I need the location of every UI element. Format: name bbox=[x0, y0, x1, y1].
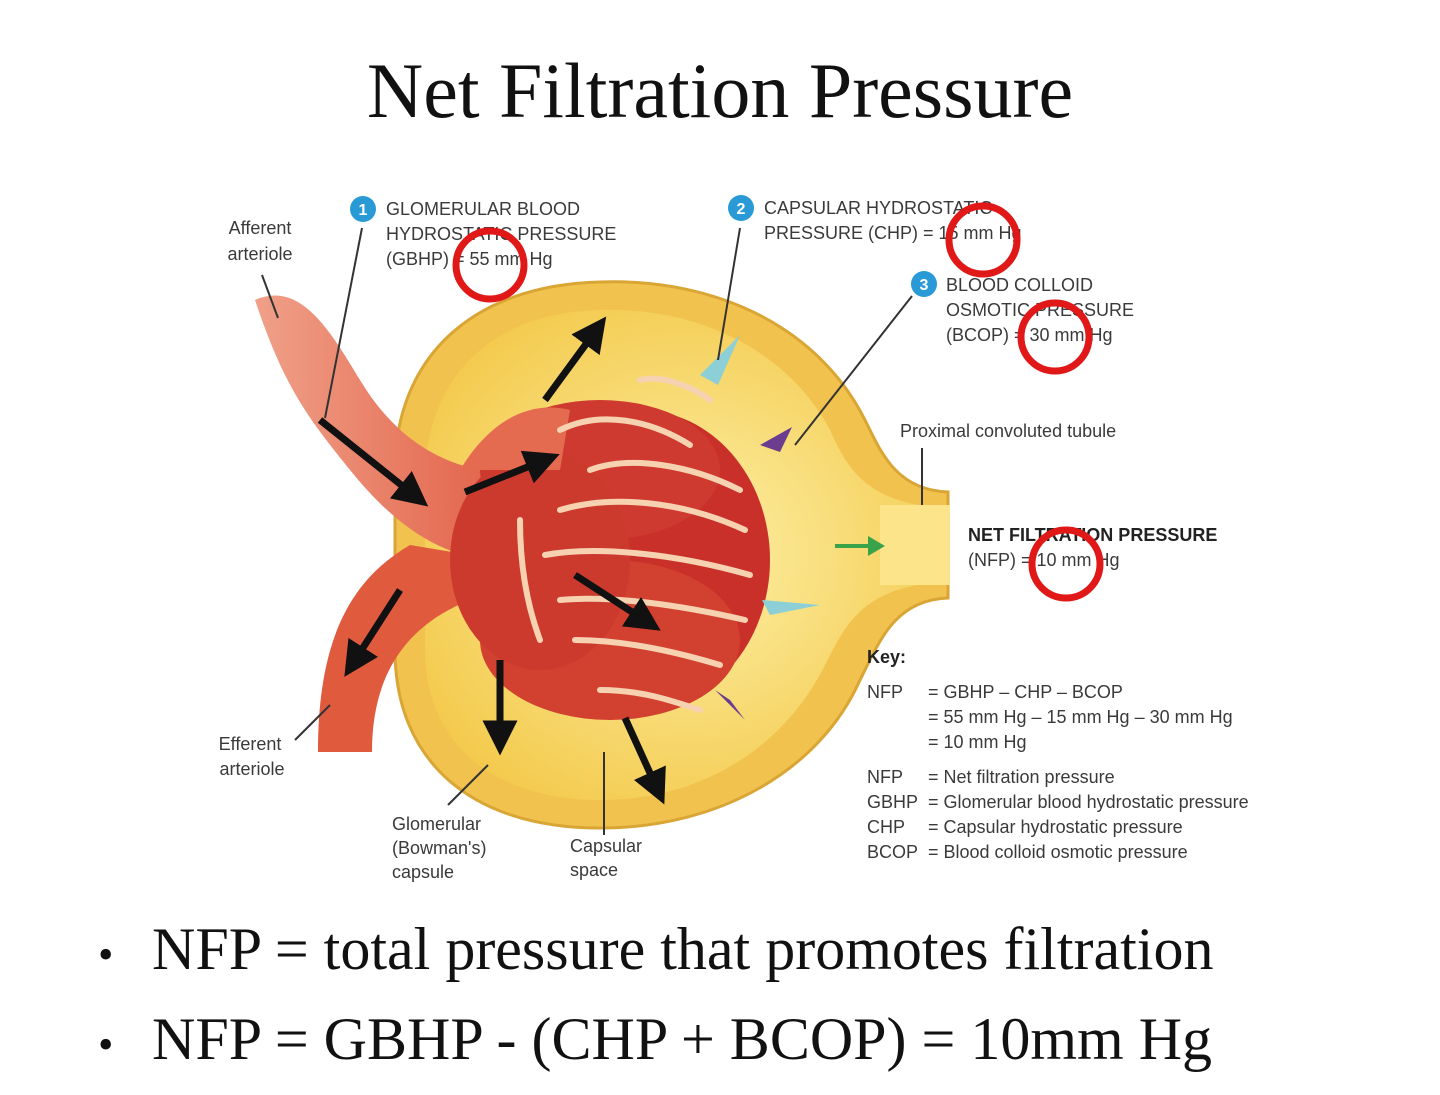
svg-text:= 10 mm Hg: = 10 mm Hg bbox=[928, 732, 1027, 752]
svg-text:= Capsular hydrostatic pressur: = Capsular hydrostatic pressure bbox=[928, 817, 1183, 837]
bcop-arrow bbox=[715, 690, 745, 720]
label-proximal-tubule: Proximal convoluted tubule bbox=[900, 421, 1116, 441]
label-efferent-arteriole: Efferent arteriole bbox=[219, 734, 285, 779]
svg-text:Capsular: Capsular bbox=[570, 836, 642, 856]
svg-text:(BCOP) = 30 mm Hg: (BCOP) = 30 mm Hg bbox=[946, 325, 1113, 345]
flow-arrows bbox=[317, 316, 666, 805]
highlight-circles bbox=[452, 202, 1104, 602]
svg-text:= 55 mm Hg – 15 mm Hg – 30 mm: = 55 mm Hg – 15 mm Hg – 30 mm Hg bbox=[928, 707, 1233, 727]
arterioles bbox=[255, 295, 500, 752]
key-legend: Key: NFP = GBHP – CHP – BCOP = 55 mm Hg … bbox=[867, 647, 1249, 862]
svg-text:PRESSURE (CHP) = 15 mm Hg: PRESSURE (CHP) = 15 mm Hg bbox=[764, 223, 1022, 243]
badge-2 bbox=[728, 195, 754, 221]
highlight-circle-bcop bbox=[1017, 299, 1093, 375]
svg-text:BCOP: BCOP bbox=[867, 842, 918, 862]
svg-text:Efferent: Efferent bbox=[219, 734, 282, 754]
svg-text:1: 1 bbox=[359, 202, 368, 219]
bullet-text: NFP = total pressure that promotes filtr… bbox=[152, 916, 1214, 982]
svg-text:GLOMERULAR BLOOD: GLOMERULAR BLOOD bbox=[386, 199, 580, 219]
bullet-item: • NFP = GBHP - (CHP + BCOP) = 10mm Hg bbox=[98, 1005, 1418, 1095]
bullet-text: NFP = GBHP - (CHP + BCOP) = 10mm Hg bbox=[152, 1006, 1213, 1072]
svg-text:capsule: capsule bbox=[392, 862, 454, 882]
svg-text:= Net filtration pressure: = Net filtration pressure bbox=[928, 767, 1115, 787]
proximal-tubule bbox=[880, 505, 950, 585]
capillary-tuft bbox=[450, 375, 770, 720]
slide-title: Net Filtration Pressure bbox=[366, 47, 1074, 134]
leader-lines bbox=[261, 227, 923, 835]
svg-text:CHP: CHP bbox=[867, 817, 905, 837]
svg-text:arteriole: arteriole bbox=[219, 759, 284, 779]
flow-arrow bbox=[542, 316, 607, 403]
badge-1 bbox=[350, 196, 376, 222]
nfp-callout: NET FILTRATION PRESSURE (NFP) = 10 mm Hg bbox=[968, 525, 1217, 570]
svg-text:GBHP: GBHP bbox=[867, 792, 918, 812]
svg-text:(GBHP) = 55 mm Hg: (GBHP) = 55 mm Hg bbox=[386, 249, 553, 269]
flow-arrow bbox=[573, 572, 661, 631]
svg-text:= GBHP – CHP – BCOP: = GBHP – CHP – BCOP bbox=[928, 682, 1123, 702]
chp-arrow bbox=[700, 335, 740, 385]
chp-arrow bbox=[762, 600, 820, 615]
label-capsular-space: Capsular space bbox=[570, 836, 642, 880]
bullet-list: • NFP = total pressure that promotes fil… bbox=[98, 915, 1418, 1095]
flow-arrow bbox=[621, 716, 666, 805]
flow-arrow bbox=[317, 417, 429, 507]
svg-text:3: 3 bbox=[920, 277, 929, 294]
svg-text:NET FILTRATION PRESSURE: NET FILTRATION PRESSURE bbox=[968, 525, 1217, 545]
nfp-arrow bbox=[868, 536, 885, 556]
highlight-circle-nfp bbox=[1028, 526, 1104, 602]
highlight-circle-gbhp bbox=[452, 227, 528, 303]
svg-text:NFP: NFP bbox=[867, 767, 903, 787]
svg-text:= Glomerular blood hydrostatic: = Glomerular blood hydrostatic pressure bbox=[928, 792, 1249, 812]
label-afferent-arteriole: Afferent arteriole bbox=[227, 218, 292, 264]
svg-text:space: space bbox=[570, 860, 618, 880]
callout-chp: 2 CAPSULAR HYDROSTATIC PRESSURE (CHP) = … bbox=[728, 195, 1022, 243]
svg-text:Afferent: Afferent bbox=[229, 218, 292, 238]
svg-text:= Blood colloid osmotic pressu: = Blood colloid osmotic pressure bbox=[928, 842, 1188, 862]
highlight-circle-chp bbox=[945, 202, 1021, 278]
pressure-arrows bbox=[700, 335, 885, 720]
flow-arrow bbox=[463, 450, 560, 496]
bullet-dot: • bbox=[98, 1020, 114, 1069]
svg-text:NFP: NFP bbox=[867, 682, 903, 702]
svg-text:(NFP) = 10 mm Hg: (NFP) = 10 mm Hg bbox=[968, 550, 1120, 570]
svg-text:CAPSULAR HYDROSTATIC: CAPSULAR HYDROSTATIC bbox=[764, 198, 992, 218]
svg-text:arteriole: arteriole bbox=[227, 244, 292, 264]
bullet-dot: • bbox=[98, 930, 114, 979]
svg-text:BLOOD COLLOID: BLOOD COLLOID bbox=[946, 275, 1093, 295]
svg-text:Glomerular: Glomerular bbox=[392, 814, 481, 834]
flow-arrow bbox=[344, 588, 403, 677]
svg-text:2: 2 bbox=[737, 201, 746, 218]
svg-text:(Bowman's): (Bowman's) bbox=[392, 838, 486, 858]
label-glomerular-capsule: Glomerular (Bowman's) capsule bbox=[392, 814, 486, 882]
bullet-item: • NFP = total pressure that promotes fil… bbox=[98, 915, 1418, 1005]
bcop-arrow bbox=[760, 427, 792, 452]
svg-text:Key:: Key: bbox=[867, 647, 906, 667]
badge-3 bbox=[911, 271, 937, 297]
